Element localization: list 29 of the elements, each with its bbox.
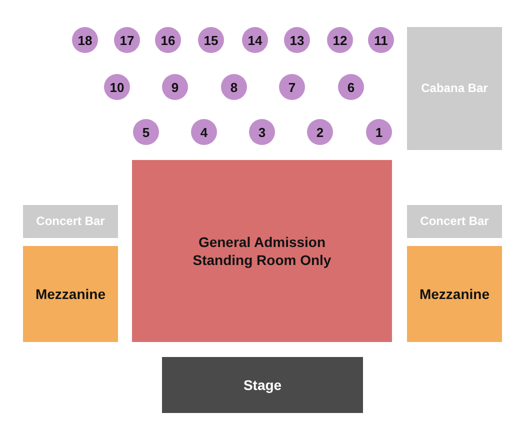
mezzanine-section: [407, 246, 502, 342]
section-label: General Admission Standing Room Only: [192, 232, 332, 270]
table-number: 17: [120, 32, 134, 48]
table-number: 2: [316, 124, 324, 140]
table-number: 18: [78, 32, 92, 48]
bar-area: [407, 205, 502, 238]
section-label: Mezzanine: [35, 284, 106, 304]
table-number: 5: [142, 124, 150, 140]
section-label: Stage: [243, 376, 282, 394]
bar-area: [23, 205, 118, 238]
table-number: 14: [248, 32, 262, 48]
table-number: 6: [347, 80, 355, 94]
table-number: 3: [258, 124, 266, 140]
table-number: 15: [204, 32, 218, 48]
stage-area: [162, 357, 363, 413]
mezzanine-section: [23, 246, 118, 342]
table-number: 10: [110, 80, 124, 94]
table-number: 11: [374, 32, 388, 48]
table-number: 1: [375, 124, 383, 140]
table-number: 9: [171, 80, 179, 94]
table-number: 8: [230, 80, 238, 94]
table-number: 12: [332, 32, 348, 48]
bar-area: [407, 27, 502, 150]
table-number: 13: [290, 32, 304, 48]
section-label: Mezzanine: [419, 284, 490, 304]
table-number: 16: [160, 32, 176, 48]
table-number: 7: [288, 80, 296, 94]
table-number: 4: [200, 124, 208, 140]
general-admission-area: [132, 160, 392, 342]
